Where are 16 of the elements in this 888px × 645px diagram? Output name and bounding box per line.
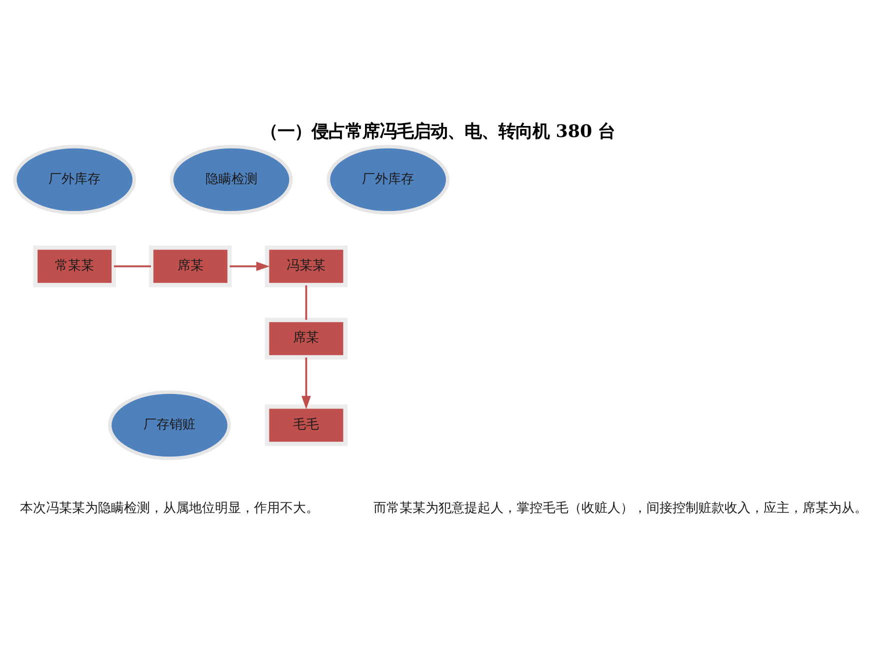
arrow — [302, 357, 311, 410]
node-ellipse: 厂存销赃 — [108, 390, 231, 460]
node-ellipse: 厂外库存 — [326, 144, 450, 215]
label: 而常某某为犯意提起人，掌控毛毛（收赃人），间接控制赃款收入，应主，席某为从。 — [374, 500, 868, 516]
connector — [114, 265, 151, 268]
arrow — [230, 262, 270, 272]
label: 本次冯某某为隐瞒检测，从属地位明显，作用不大。 — [20, 500, 319, 516]
node-box: 毛毛 — [264, 404, 348, 446]
node-box: 常某某 — [33, 245, 116, 288]
node-box: 席某 — [149, 245, 232, 288]
node-ellipse: 厂外库存 — [13, 144, 136, 215]
node-box: 冯某某 — [264, 245, 348, 288]
diagram-title: （一）侵占常席冯毛启动、电、转向机 380 台 — [260, 122, 616, 142]
node-ellipse: 隐瞒检测 — [170, 144, 293, 215]
connector — [305, 285, 308, 320]
node-box: 席某 — [264, 318, 348, 360]
